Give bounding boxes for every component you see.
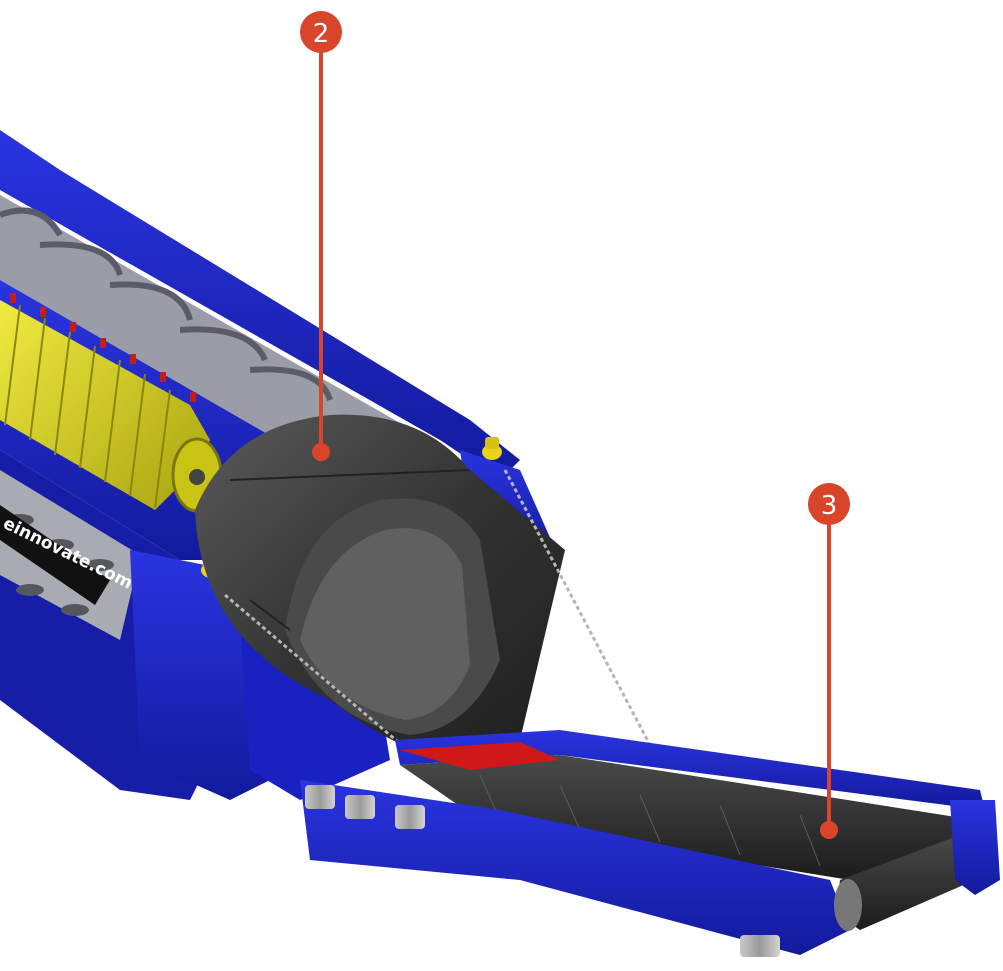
drum-ribs xyxy=(0,207,333,402)
callout-number: 2 xyxy=(313,19,330,49)
callout-number: 3 xyxy=(821,491,838,521)
callout-2: 2 xyxy=(300,11,342,461)
callout-badge xyxy=(808,483,850,525)
beacon-light xyxy=(482,437,502,460)
callout-anchor-dot xyxy=(312,443,330,461)
drive-motor xyxy=(740,935,780,957)
callout-badge xyxy=(300,11,342,53)
drum-hood xyxy=(195,414,565,760)
head-pulley xyxy=(834,835,978,931)
vent-plates xyxy=(305,785,425,829)
callout-anchor-dot xyxy=(820,821,838,839)
decal-band xyxy=(0,505,110,605)
callout-3: 3 xyxy=(808,483,850,839)
discharge-conveyor xyxy=(300,730,1000,957)
